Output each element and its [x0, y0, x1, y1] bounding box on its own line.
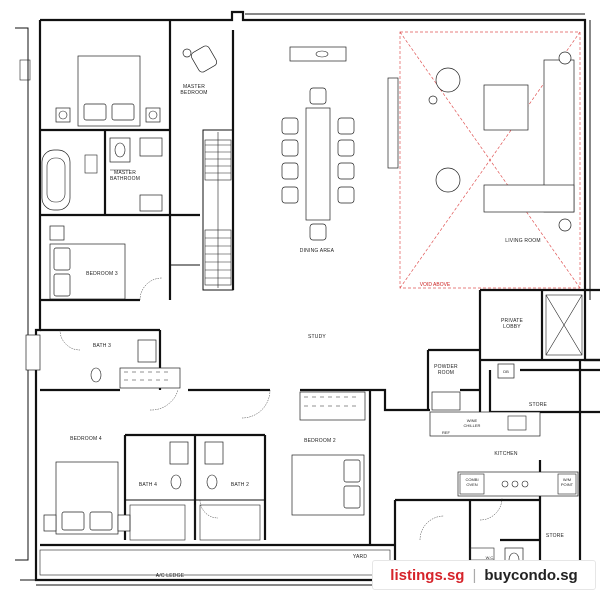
label-ref: REF [442, 430, 451, 435]
label-bedroom-3: BEDROOM 3 [86, 271, 118, 277]
label-master-bedroom-l1: MASTER [183, 84, 205, 90]
label-wine-chiller-l2: CHILLER [464, 423, 481, 428]
lift-core [545, 294, 583, 356]
label-private-lobby-l1: PRIVATE [501, 318, 524, 324]
master-bathroom-fixtures [41, 137, 163, 212]
label-void-above: VOID ABOVE [420, 282, 451, 288]
watermark-listings: listings.sg [390, 566, 465, 584]
label-store-1: STORE [529, 402, 548, 408]
label-master-bedroom-l2: BEDROOM [180, 90, 207, 96]
label-powder-room-l2: ROOM [438, 370, 454, 376]
wardrobe-column [204, 132, 232, 288]
bath-3-fixtures [25, 329, 181, 389]
label-dining-area: DINING AREA [300, 248, 335, 254]
label-combi-oven-l1: COMBI [465, 477, 478, 482]
label-db: DB [503, 369, 509, 374]
label-yard: YARD [353, 554, 368, 560]
bath-4-2-fixtures [129, 441, 261, 541]
label-living-room: LIVING ROOM [505, 238, 541, 244]
outer-walls [15, 10, 600, 586]
ac-ledge-strip [39, 549, 391, 576]
bedroom-2-furniture [241, 389, 366, 516]
label-ac-ledge: A/C LEDGE [156, 573, 185, 579]
label-kitchen: KITCHEN [494, 451, 518, 457]
label-bath-4: BATH 4 [139, 482, 157, 488]
label-combi-oven-l2: OVEN [466, 482, 477, 487]
bedroom-3-furniture [49, 225, 163, 301]
label-store-2: STORE [546, 533, 565, 539]
label-powder-room-l1: POWDER [434, 364, 458, 370]
label-wm-point-l2: POINT [561, 482, 574, 487]
watermark-separator: | [472, 566, 477, 584]
label-wine-chiller-l1: WINE [467, 418, 478, 423]
master-bedroom-furniture [19, 45, 218, 127]
interior-walls [40, 20, 600, 580]
label-bedroom-2: BEDROOM 2 [304, 438, 336, 444]
label-bath-3: BATH 3 [93, 343, 111, 349]
living-room-furniture [428, 51, 575, 232]
label-master-bathroom-l2: BATHROOM [110, 176, 140, 182]
label-private-lobby-l2: LOBBY [503, 324, 521, 330]
watermark-buycondo: buycondo.sg [484, 566, 578, 584]
label-study: STUDY [308, 334, 326, 340]
kitchen-fixtures [419, 363, 579, 573]
bedroom-4-furniture [43, 389, 179, 535]
watermark-banner: listings.sg | buycondo.sg [372, 560, 596, 590]
dining-table-set [281, 46, 399, 241]
label-master-bathroom-l1: MASTER [114, 170, 136, 176]
label-wc: W.C. [486, 555, 495, 560]
label-bath-2: BATH 2 [231, 482, 249, 488]
label-bedroom-4: BEDROOM 4 [70, 436, 102, 442]
label-wm-point-l1: W/M [563, 477, 571, 482]
